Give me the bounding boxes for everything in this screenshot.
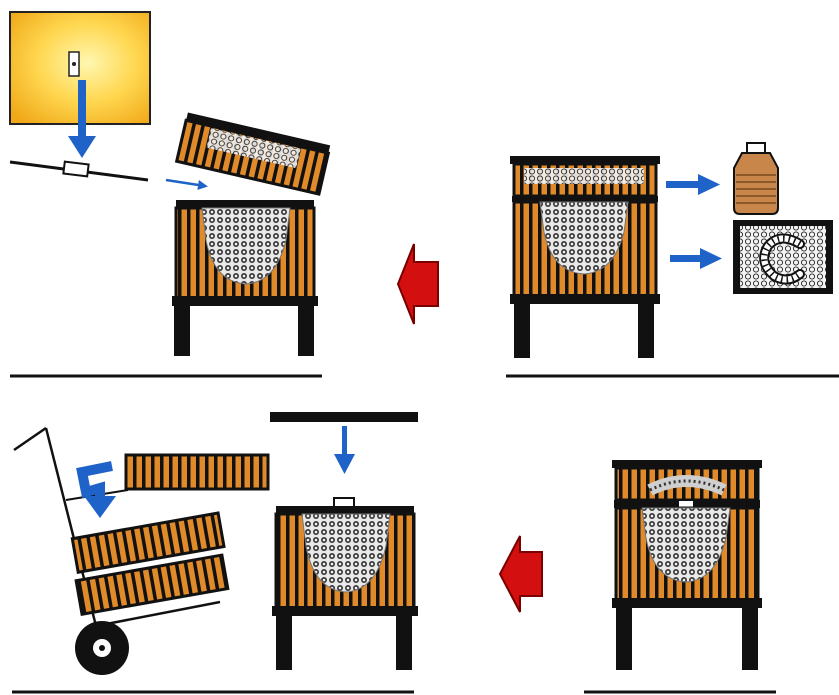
new-lid xyxy=(270,412,418,422)
insert-arrow xyxy=(166,180,205,186)
panel-bottom-left xyxy=(12,412,418,692)
honey-jar-icon xyxy=(734,143,778,214)
lid-down-arrow xyxy=(334,426,355,474)
to-comb-arrow xyxy=(670,248,722,269)
hive-with-feeder xyxy=(272,498,418,670)
panel-bottom-right xyxy=(584,460,776,692)
panel-top-left xyxy=(10,12,330,376)
flow-arrow-top xyxy=(398,244,438,324)
tilted-super-box xyxy=(177,112,331,194)
feeder-rod xyxy=(10,162,148,180)
flow-arrow-bottom xyxy=(500,536,542,612)
full-hive xyxy=(612,460,762,670)
to-honey-arrow xyxy=(666,174,720,195)
loose-super-box xyxy=(126,455,268,489)
hive-with-super xyxy=(510,156,660,358)
panel-top-right xyxy=(506,143,839,376)
hive-body xyxy=(172,200,318,356)
larva-in-comb-icon xyxy=(733,220,833,294)
